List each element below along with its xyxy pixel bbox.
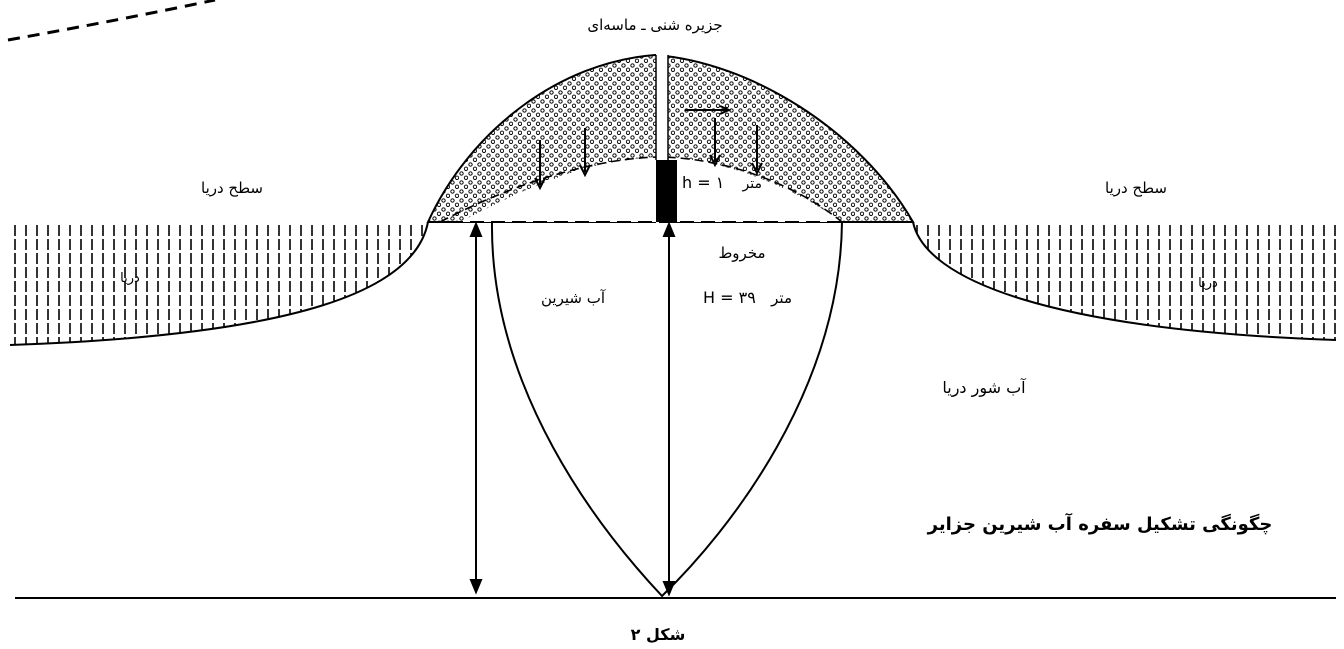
H-depth-arrow [662,221,676,597]
infiltration-arrows [534,105,763,191]
H-label: H = ۳۹ [703,288,756,307]
sea-right-bottom-curve [912,221,1337,341]
top-left-dashed-arc [7,0,216,42]
figure-number: شکل ۲ [631,625,686,644]
fresh-water-lens [490,221,843,598]
h-label: h = ۱ [682,173,724,192]
left-depth-arrow [469,221,483,595]
H-unit: متر [770,289,792,307]
water-table-mound [460,157,842,222]
cone-label: مخروط [718,244,765,262]
island-title: جزیره شنی ـ ماسه‌ای [587,16,722,34]
h-unit: متر [742,176,762,192]
fresh-water-label: آب شیرین [541,289,606,307]
salt-water-label: آب شور دریا [942,378,1027,398]
sea-left-bottom-curve [9,221,429,346]
sea-surface-left-label: سطح دریا [201,179,263,197]
sea-left-label: دریا [120,271,140,286]
sea-left-body [10,222,428,345]
sea-right-label: دریا [1198,276,1218,291]
sea-right-body [913,222,1336,340]
sea-surface-right-label: سطح دریا [1105,179,1167,197]
h-height-bar [656,160,677,222]
diagram-caption: چگونگی تشکیل سفره آب شیرین جزایر [927,512,1273,535]
